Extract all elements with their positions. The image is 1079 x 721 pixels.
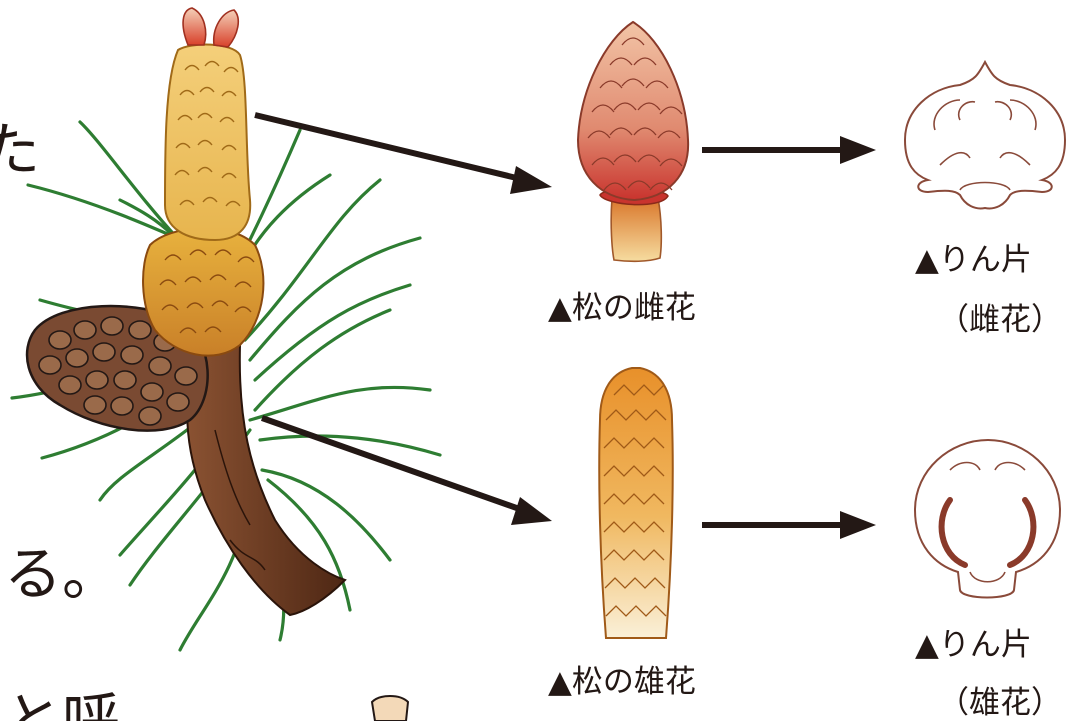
- arrow-to-female-flower: [255, 115, 552, 194]
- label-scale-female-1: ▲りん片: [915, 242, 1032, 278]
- label-scale-male-2: （雄花）: [938, 685, 1062, 721]
- cropped-text-top: た: [0, 116, 40, 184]
- arrow-to-male-flower: [262, 418, 552, 525]
- label-female-flower: ▲松の雌花: [548, 290, 696, 326]
- pine-branch: [187, 334, 345, 615]
- female-scale-illustration: [905, 62, 1065, 208]
- label-scale-female-2: （雌花）: [938, 302, 1062, 338]
- mature-male-cluster: [143, 228, 263, 356]
- male-scale-illustration: [915, 440, 1060, 598]
- arrow-female-to-scale: [702, 136, 876, 164]
- female-bud-right: [214, 10, 239, 47]
- label-male-flower: ▲松の雄花: [548, 664, 696, 700]
- female-bud-left: [183, 8, 206, 45]
- cropped-figure-bottom: [372, 696, 408, 721]
- cropped-text-bottom: と呼: [4, 686, 120, 721]
- cropped-text-mid: る。: [4, 540, 120, 608]
- female-flower-illustration: [578, 22, 688, 261]
- male-flower-illustration: [599, 368, 673, 638]
- label-scale-male-1: ▲りん片: [915, 627, 1032, 663]
- young-male-catkin: [165, 8, 250, 240]
- arrow-male-to-scale: [702, 511, 876, 539]
